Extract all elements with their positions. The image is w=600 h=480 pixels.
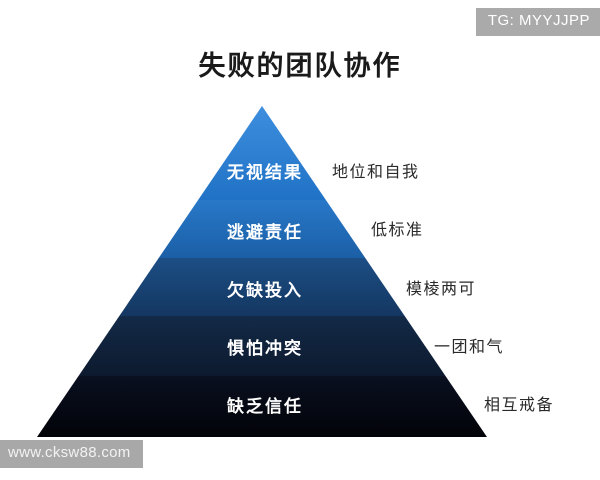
pyramid-level-2-label: 逃避责任 bbox=[227, 223, 303, 243]
page-title: 失败的团队协作 bbox=[198, 51, 402, 82]
pyramid-level-1-label: 无视结果 bbox=[227, 163, 303, 183]
pyramid-level-1 bbox=[198, 106, 326, 200]
pyramid-level-2 bbox=[158, 200, 366, 258]
site-watermark: www.cksw88.com bbox=[0, 440, 143, 468]
pyramid-level-4-label: 惧怕冲突 bbox=[227, 339, 303, 359]
pyramid-level-5-side-label: 相互戒备 bbox=[484, 395, 555, 414]
telegram-watermark-banner: TG: MYYJJPP bbox=[475, 8, 600, 36]
pyramid-level-1-side-label: 地位和自我 bbox=[332, 162, 420, 181]
pyramid-level-4 bbox=[78, 316, 446, 376]
pyramid-level-3 bbox=[119, 258, 405, 316]
pyramid-level-3-label: 欠缺投入 bbox=[227, 281, 303, 301]
pyramid-level-5 bbox=[37, 376, 487, 437]
pyramid-level-3-side-label: 模棱两可 bbox=[406, 279, 477, 298]
pyramid-level-5-label: 缺乏信任 bbox=[227, 397, 303, 417]
pyramid-level-2-side-label: 低标准 bbox=[371, 220, 424, 239]
pyramid-level-4-side-label: 一团和气 bbox=[434, 337, 505, 356]
